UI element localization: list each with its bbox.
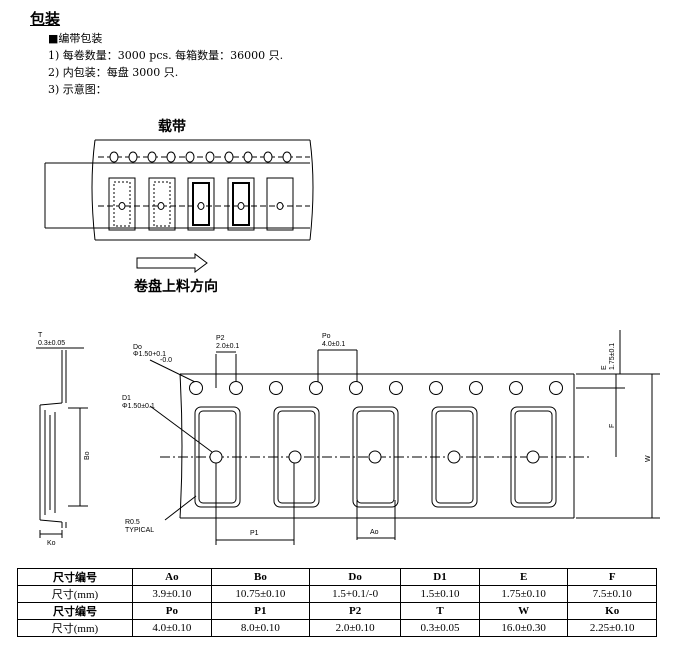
t-label: T xyxy=(38,332,43,339)
table-cell: Ao xyxy=(132,568,212,586)
w-label: W xyxy=(645,455,652,462)
do-value: Φ1.50+0.1 xyxy=(133,351,166,358)
table-cell: Bo xyxy=(210,568,311,586)
table-cell: P1 xyxy=(210,602,311,620)
ko-label: Ko xyxy=(47,540,56,547)
table-row: 尺寸(mm) 4.0±0.10 8.0±0.10 2.0±0.10 0.3±0.… xyxy=(17,619,657,637)
table-cell: 3.9±0.10 xyxy=(132,585,212,603)
table-row: 尺寸(mm) 3.9±0.10 10.75±0.10 1.5+0.1/-0 1.… xyxy=(17,585,657,603)
table-cell: 16.0±0.30 xyxy=(478,619,569,637)
table-cell: 2.25±0.10 xyxy=(567,619,657,637)
table-cell: W xyxy=(478,602,569,620)
d1-value: Φ1.50±0.1 xyxy=(122,403,155,410)
table-cell: 尺寸编号 xyxy=(17,602,133,620)
typical-label: TYPICAL xyxy=(125,527,154,534)
table-row: 尺寸编号 Po P1 P2 T W Ko xyxy=(17,602,657,620)
radius-label: R0.5 xyxy=(125,519,140,526)
p2-value: 2.0±0.1 xyxy=(216,343,239,350)
carrier-tape-figure xyxy=(44,139,314,273)
f-label: F xyxy=(609,424,616,428)
diagram-line: 3) 示意图： xyxy=(48,83,107,96)
e-value: 1.75±0.1 xyxy=(609,343,616,370)
po-label: Po xyxy=(322,333,331,340)
d1-label: D1 xyxy=(122,395,131,402)
table-cell: 0.3±0.05 xyxy=(400,619,480,637)
p2-label: P2 xyxy=(216,335,225,342)
quantity-line: 1) 每卷数量：3000 pcs. 每箱数量：36000 只. xyxy=(48,49,284,62)
inner-pack-line: 2) 内包装：每盘 3000 只. xyxy=(48,66,179,79)
table-cell: 8.0±0.10 xyxy=(210,619,311,637)
bo-label: Bo xyxy=(84,451,91,460)
t-value: 0.3±0.05 xyxy=(38,340,65,347)
table-cell: E xyxy=(478,568,569,586)
table-cell: D1 xyxy=(400,568,480,586)
feed-direction-label: 卷盘上料方向 xyxy=(134,279,218,295)
table-cell: 1.5+0.1/-0 xyxy=(309,585,402,603)
do-label: Do xyxy=(133,344,142,351)
table-cell: 尺寸(mm) xyxy=(17,585,133,603)
table-cell: 尺寸编号 xyxy=(17,568,133,586)
do-value-minus: -0.0 xyxy=(160,357,172,364)
table-cell: P2 xyxy=(309,602,402,620)
table-cell: 1.75±0.10 xyxy=(478,585,569,603)
dimension-drawing: T 0.3±0.05 Do Φ1.50+0.1 -0.0 P2 2.0±0.1 … xyxy=(36,330,660,547)
e-label: E xyxy=(601,365,608,370)
table-cell: F xyxy=(567,568,657,586)
table-cell: 2.0±0.10 xyxy=(309,619,402,637)
po-value: 4.0±0.1 xyxy=(322,341,345,348)
packing-type: ■编带包装 xyxy=(48,32,103,45)
section-title: 包装 xyxy=(30,10,61,28)
ao-label: Ao xyxy=(370,529,379,536)
table-cell: Po xyxy=(132,602,212,620)
table-cell: 1.5±0.10 xyxy=(400,585,480,603)
p1-label: P1 xyxy=(250,530,259,537)
table-cell: T xyxy=(400,602,480,620)
dimension-table: 尺寸编号 Ao Bo Do D1 E F 尺寸(mm) 3.9±0.10 10.… xyxy=(17,568,657,637)
table-cell: 10.75±0.10 xyxy=(210,585,311,603)
carrier-label: 载带 xyxy=(158,119,186,135)
table-cell: Ko xyxy=(567,602,657,620)
table-cell: 7.5±0.10 xyxy=(567,585,657,603)
table-cell: Do xyxy=(309,568,402,586)
table-row: 尺寸编号 Ao Bo Do D1 E F xyxy=(17,568,657,586)
table-cell: 4.0±0.10 xyxy=(132,619,212,637)
table-cell: 尺寸(mm) xyxy=(17,619,133,637)
